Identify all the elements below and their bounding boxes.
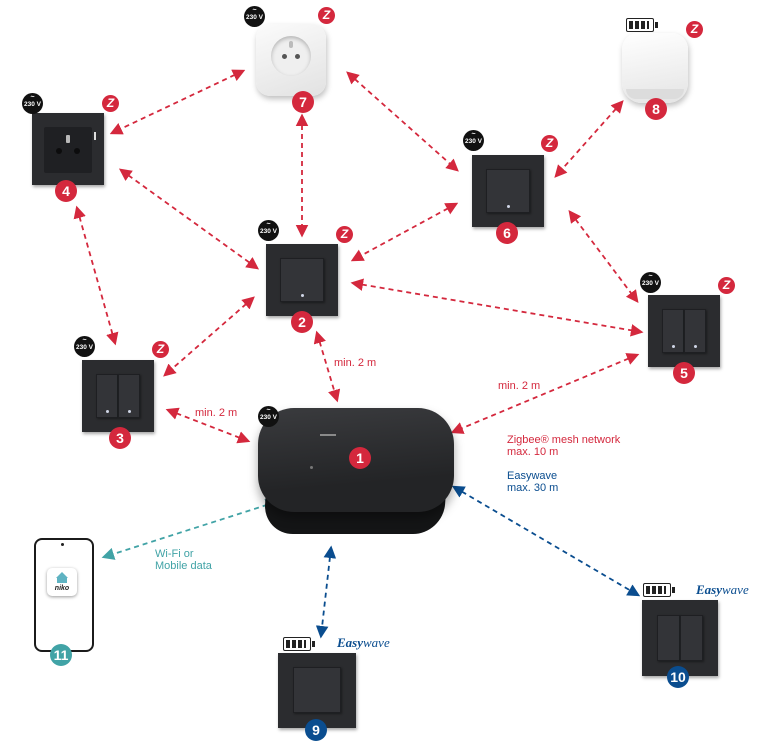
zigbee-icon: Z (102, 95, 119, 112)
zigbee-icon: Z (318, 7, 335, 24)
led-indicator (507, 205, 510, 208)
niko-app-icon: niko (47, 568, 77, 596)
link-2-3 (163, 296, 255, 377)
easywave-range-label: max. 30 m (507, 482, 559, 494)
link-8-6 (554, 100, 624, 178)
voltage-230v-icon: ~230 V (244, 6, 265, 27)
sensor-edge (626, 89, 684, 99)
distance-label-2-1: min. 2 m (334, 357, 377, 369)
device-number-badge: 9 (305, 719, 327, 741)
device-number-badge: 8 (645, 98, 667, 120)
link-4-3 (73, 205, 119, 346)
rocker-left (657, 615, 680, 661)
socket-hole (295, 54, 300, 59)
rocker-right (684, 309, 706, 353)
wifi-label-line1: Wi-Fi or (155, 548, 194, 560)
led-indicator (301, 294, 304, 297)
socket-indicator (94, 132, 96, 140)
link-1-10 (451, 485, 641, 597)
easywave-logo: Easywave (337, 635, 390, 650)
device-2-switch (266, 244, 338, 316)
voltage-230v-icon: ~230 V (74, 336, 95, 357)
wifi-label-line2: Mobile data (155, 560, 212, 572)
device-number-badge: 10 (667, 666, 689, 688)
app-brand: niko (54, 585, 70, 592)
device-9-easywave-switch (278, 653, 356, 728)
earth-pin (289, 41, 293, 48)
voltage-230v-icon: ~230 V (640, 272, 661, 293)
device-7-plug (256, 24, 326, 96)
device-number-badge: 5 (673, 362, 695, 384)
device-1-hub (258, 408, 454, 534)
zigbee-range-label: max. 10 m (507, 446, 559, 458)
device-3-double-switch (82, 360, 154, 432)
zigbee-icon: Z (718, 277, 735, 294)
easywave-network-label: Easywave (507, 470, 558, 482)
zigbee-network-label: Zigbee® mesh network (507, 434, 621, 446)
earth-pin (66, 135, 70, 143)
voltage-230v-icon: ~230 V (258, 220, 279, 241)
link-6-2 (350, 202, 459, 262)
link-2-5 (350, 278, 644, 337)
rocker-left (662, 309, 684, 353)
battery-icon (626, 18, 658, 32)
socket-insert (44, 127, 92, 173)
rocker-right (118, 374, 140, 418)
link-1-9 (315, 545, 337, 639)
voltage-230v-icon: ~230 V (463, 130, 484, 151)
hub-dot (310, 466, 313, 469)
led-indicator (128, 410, 131, 413)
led-indicator (694, 345, 697, 348)
link-1-11 (101, 499, 279, 560)
hub-led (320, 434, 336, 436)
device-5-double-switch (648, 295, 720, 367)
phone-camera (61, 543, 64, 546)
link-7-6 (346, 71, 459, 172)
rocker-left (96, 374, 118, 418)
voltage-230v-icon: ~230 V (22, 93, 43, 114)
rocker (293, 667, 341, 713)
device-number-badge: 4 (55, 180, 77, 202)
zigbee-icon: Z (336, 226, 353, 243)
socket-hole (56, 148, 62, 154)
link-4-2 (118, 168, 260, 270)
distance-label-3-1: min. 2 m (195, 407, 238, 419)
zigbee-icon: Z (541, 135, 558, 152)
led-indicator (106, 410, 109, 413)
link-6-5 (568, 209, 639, 304)
device-number-badge: 3 (109, 427, 131, 449)
link-5-1 (450, 353, 640, 434)
zigbee-icon: Z (686, 21, 703, 38)
device-8-sensor (622, 33, 688, 103)
device-4-socket (32, 113, 104, 185)
zigbee-icon: Z (152, 341, 169, 358)
device-11-phone: niko (34, 538, 94, 652)
link-7-4 (109, 69, 246, 135)
easywave-logo: Easywave (696, 582, 749, 597)
device-6-switch (472, 155, 544, 227)
link-2-1 (313, 330, 341, 403)
device-10-easywave-double-switch (642, 600, 718, 676)
voltage-230v-icon: ~230 V (258, 406, 279, 427)
socket-hole (282, 54, 287, 59)
device-number-badge: 1 (349, 447, 371, 469)
device-number-badge: 6 (496, 222, 518, 244)
device-number-badge: 2 (291, 311, 313, 333)
device-number-badge: 11 (50, 644, 72, 666)
socket-hole (74, 148, 80, 154)
rocker-right (680, 615, 703, 661)
battery-icon (283, 637, 315, 651)
house-icon (56, 572, 68, 578)
distance-label-5-1: min. 2 m (498, 380, 541, 392)
battery-icon (643, 583, 675, 597)
device-number-badge: 7 (292, 91, 314, 113)
led-indicator (672, 345, 675, 348)
